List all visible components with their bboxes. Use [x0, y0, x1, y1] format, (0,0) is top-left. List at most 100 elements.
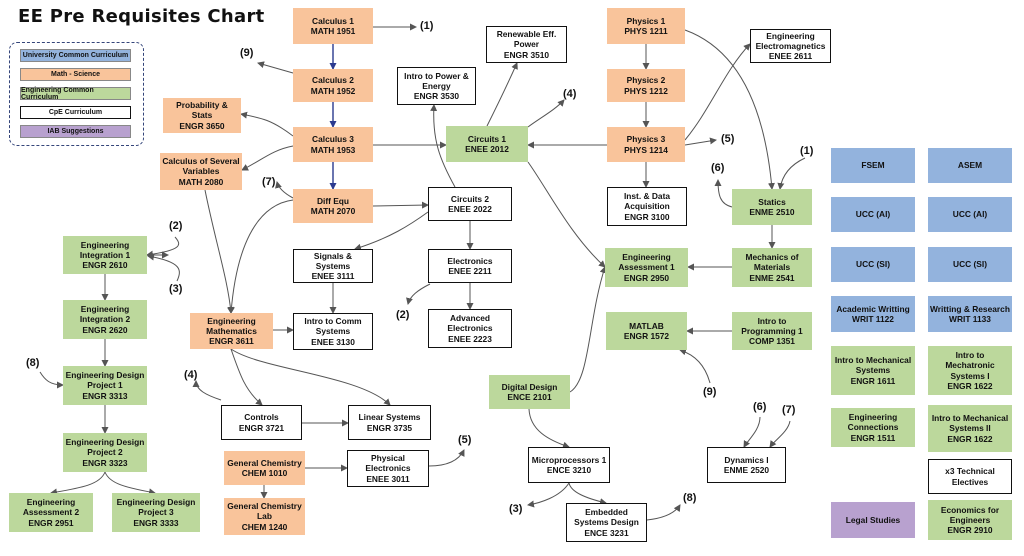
prereq-arrow [39, 371, 64, 389]
prereq-arrow [679, 348, 711, 384]
ucc-fsem[interactable]: FSEM [831, 148, 915, 183]
ref-marker: (6) [711, 162, 725, 174]
technical-electives[interactable]: x3 Technical Electives [928, 459, 1012, 494]
prereq-arrow [528, 408, 570, 449]
prereq-arrow [684, 43, 751, 141]
prereq-arrow [257, 61, 294, 74]
prereq-arrow [230, 348, 263, 406]
prereq-arrow [275, 181, 294, 199]
iab-legal-studies[interactable]: Legal Studies [831, 502, 915, 538]
legend-engineering-common: Engineering Common Curriculum [20, 87, 131, 101]
ucc-si-2[interactable]: UCC (SI) [928, 247, 1012, 282]
ref-marker: (2) [169, 220, 183, 232]
prereq-arrow [646, 504, 681, 521]
ucc-si-1[interactable]: UCC (SI) [831, 247, 915, 282]
prereq-arrow [714, 179, 733, 208]
prereq-arrow [568, 482, 607, 506]
prereq-arrow [569, 266, 607, 393]
prereq-arrow [527, 161, 606, 268]
prereq-arrow [104, 471, 156, 496]
prereq-arrow [486, 62, 518, 127]
ucc-ai-1[interactable]: UCC (AI) [831, 197, 915, 232]
ref-marker: (2) [396, 309, 410, 321]
ref-marker: (3) [169, 283, 183, 295]
prereq-arrow [146, 236, 179, 258]
prereq-arrow [241, 145, 294, 171]
prereq-arrow [204, 189, 234, 314]
ref-marker: (6) [753, 401, 767, 413]
prereq-arrow [769, 420, 791, 448]
prereq-arrow [527, 99, 565, 128]
prereq-arrow [240, 111, 294, 137]
prereq-arrow [777, 157, 806, 190]
prereq-arrow [50, 471, 106, 496]
legend-iab: IAB Suggestions [20, 125, 131, 138]
prereq-arrow [227, 199, 294, 314]
ref-marker: (7) [782, 404, 796, 416]
prereq-arrow [372, 201, 429, 209]
ref-marker: (8) [26, 357, 40, 369]
ref-marker: (4) [184, 369, 198, 381]
prereq-arrow [147, 253, 180, 282]
ref-marker: (1) [800, 145, 814, 157]
legend-math-science: Math - Science [20, 68, 131, 81]
ref-marker: (7) [262, 176, 276, 188]
ucc-asem[interactable]: ASEM [928, 148, 1012, 183]
ucc-ai-2[interactable]: UCC (AI) [928, 197, 1012, 232]
ref-marker: (3) [509, 503, 523, 515]
ref-marker: (5) [721, 133, 735, 145]
prereq-arrow [406, 283, 431, 305]
legend: University Common Curriculum Math - Scie… [9, 42, 144, 146]
prereq-arrow [428, 449, 465, 467]
prereq-arrow [527, 482, 570, 508]
